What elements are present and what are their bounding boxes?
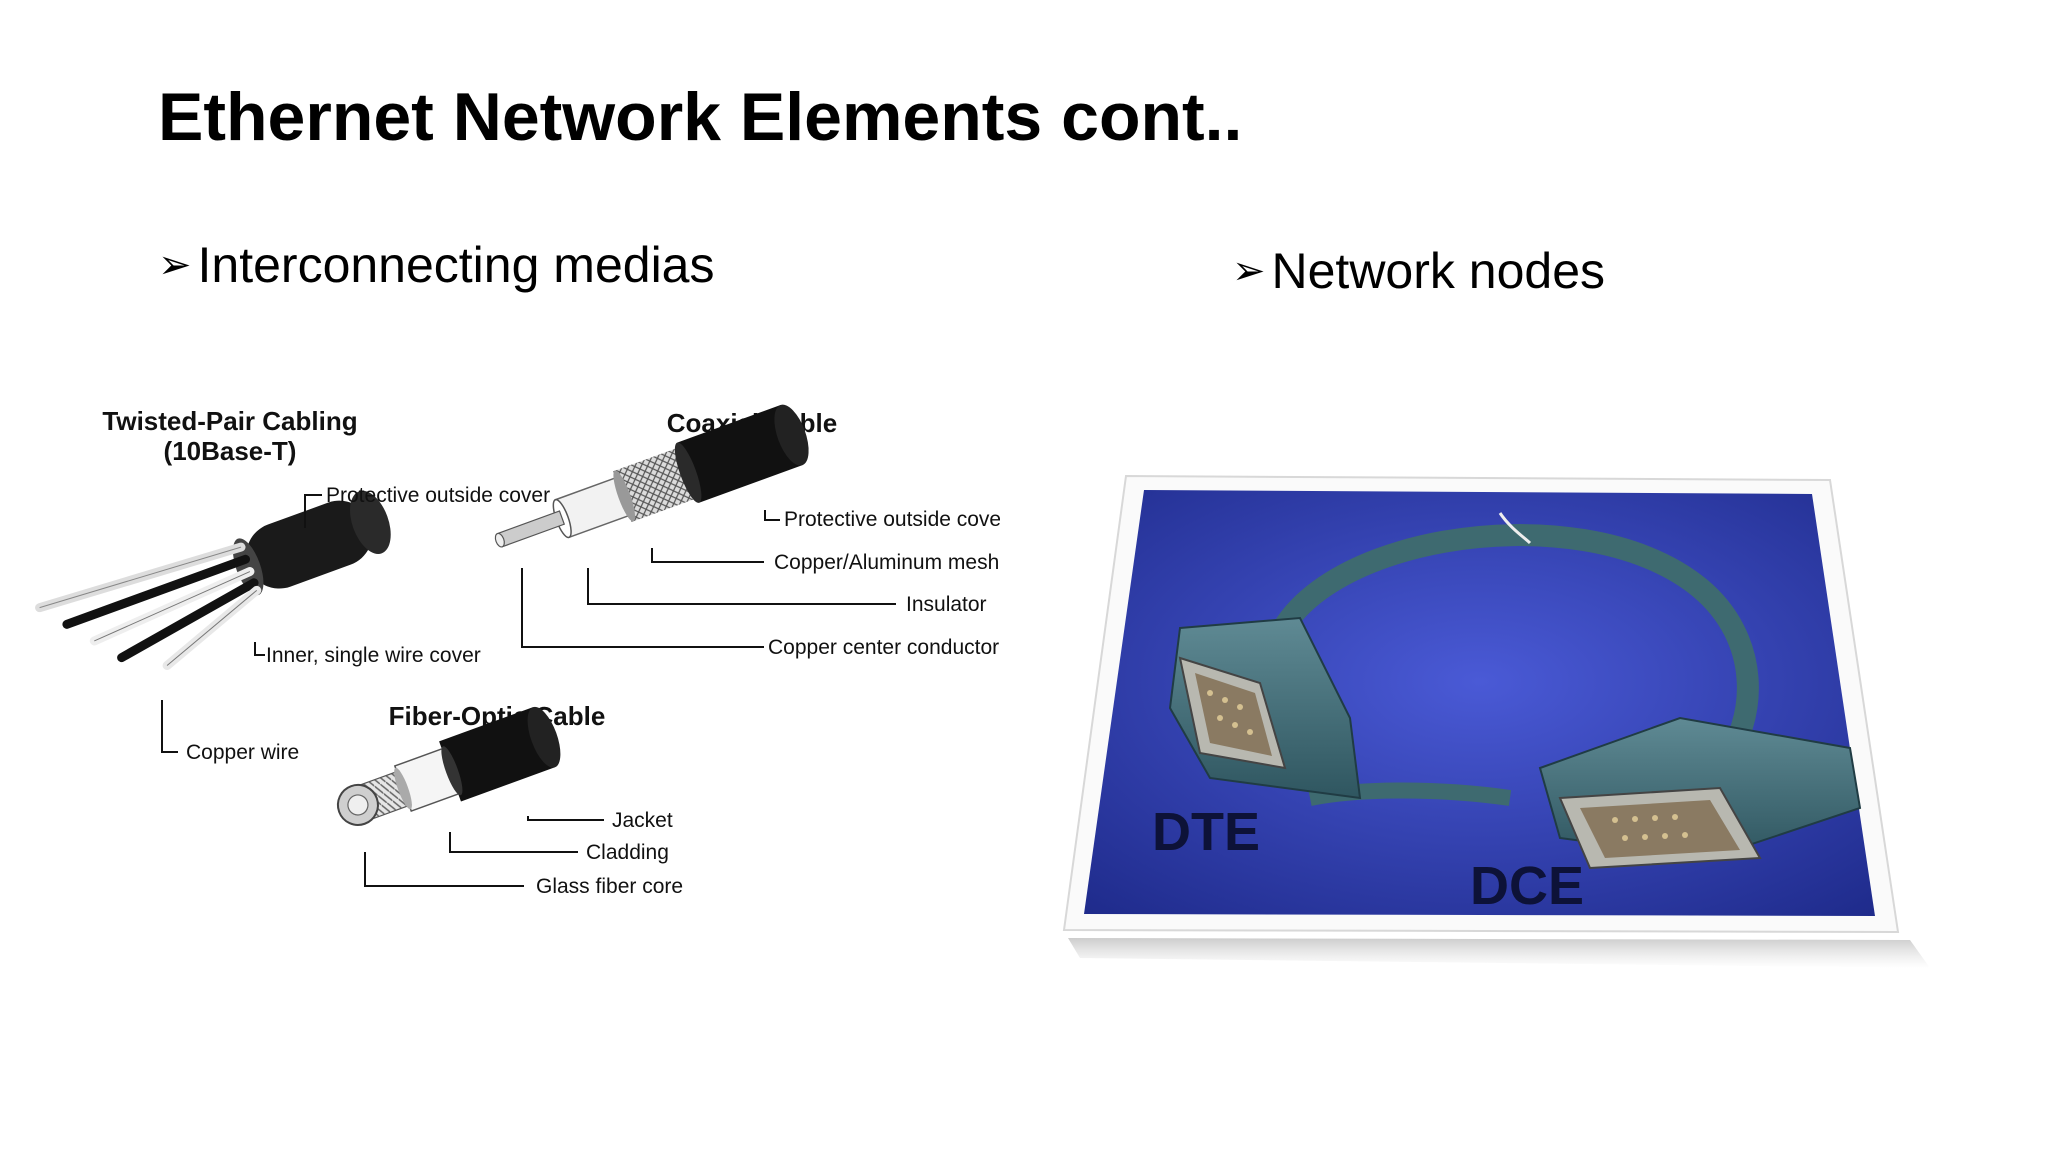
- leader-line: [651, 548, 764, 563]
- twisted-pair-cable-illustration: [35, 490, 391, 671]
- fiber-optic-cable-illustration: [336, 706, 561, 826]
- dte-label: DTE: [1152, 802, 1260, 862]
- coax-label-insulator: Insulator: [906, 593, 987, 616]
- leader-line: [764, 510, 780, 521]
- bullet-text: Network nodes: [1271, 243, 1606, 299]
- coax-label-mesh: Copper/Aluminum mesh: [774, 551, 999, 574]
- leader-line: [521, 568, 764, 648]
- leader-line: [161, 700, 178, 753]
- arrow-bullet-icon: ➢: [158, 243, 192, 287]
- tp-label-outside-cover: Protective outside cover: [326, 484, 550, 507]
- coax-label-center-conductor: Copper center conductor: [768, 636, 999, 659]
- fiber-label-jacket: Jacket: [612, 809, 673, 832]
- fiber-label-cladding: Cladding: [586, 841, 669, 864]
- arrow-bullet-icon: ➢: [1232, 249, 1266, 293]
- twisted-pair-heading: Twisted-Pair Cabling (10Base-T): [102, 406, 357, 466]
- cable-loop: [1259, 524, 1759, 779]
- dce-label: DCE: [1470, 856, 1584, 916]
- cable-tie: [1498, 512, 1532, 545]
- leader-line: [587, 568, 896, 605]
- photo-shadow: [1068, 938, 1930, 968]
- tp-label-copper-wire: Copper wire: [186, 741, 299, 764]
- slide-title: Ethernet Network Elements cont..: [158, 79, 1243, 155]
- leader-line: [527, 816, 604, 821]
- twisted-pair-heading-line2: (10Base-T): [164, 436, 297, 466]
- dte-connector: [1168, 616, 1362, 800]
- coax-label-outside-cover: Protective outside cover: [784, 508, 1000, 531]
- coaxial-cable-illustration: [494, 404, 809, 548]
- leader-line: [304, 494, 322, 528]
- leader-line: [364, 852, 524, 887]
- cable-types-diagram: Twisted-Pair Cabling (10Base-T) Protecti…: [35, 404, 1000, 898]
- leader-line: [254, 642, 265, 656]
- serial-cable-photo: DTE DCE: [1062, 474, 1930, 968]
- bullet-network-nodes: ➢ Network nodes: [1232, 242, 1605, 300]
- bullet-text: Interconnecting medias: [197, 237, 715, 293]
- leader-line: [449, 832, 578, 853]
- dce-connector: [1538, 716, 1862, 870]
- twisted-pair-heading-line1: Twisted-Pair Cabling: [102, 406, 357, 436]
- tp-label-inner-wire-cover: Inner, single wire cover: [266, 644, 481, 667]
- fiber-label-glass-core: Glass fiber core: [536, 875, 683, 898]
- bullet-interconnecting-medias: ➢ Interconnecting medias: [158, 236, 714, 294]
